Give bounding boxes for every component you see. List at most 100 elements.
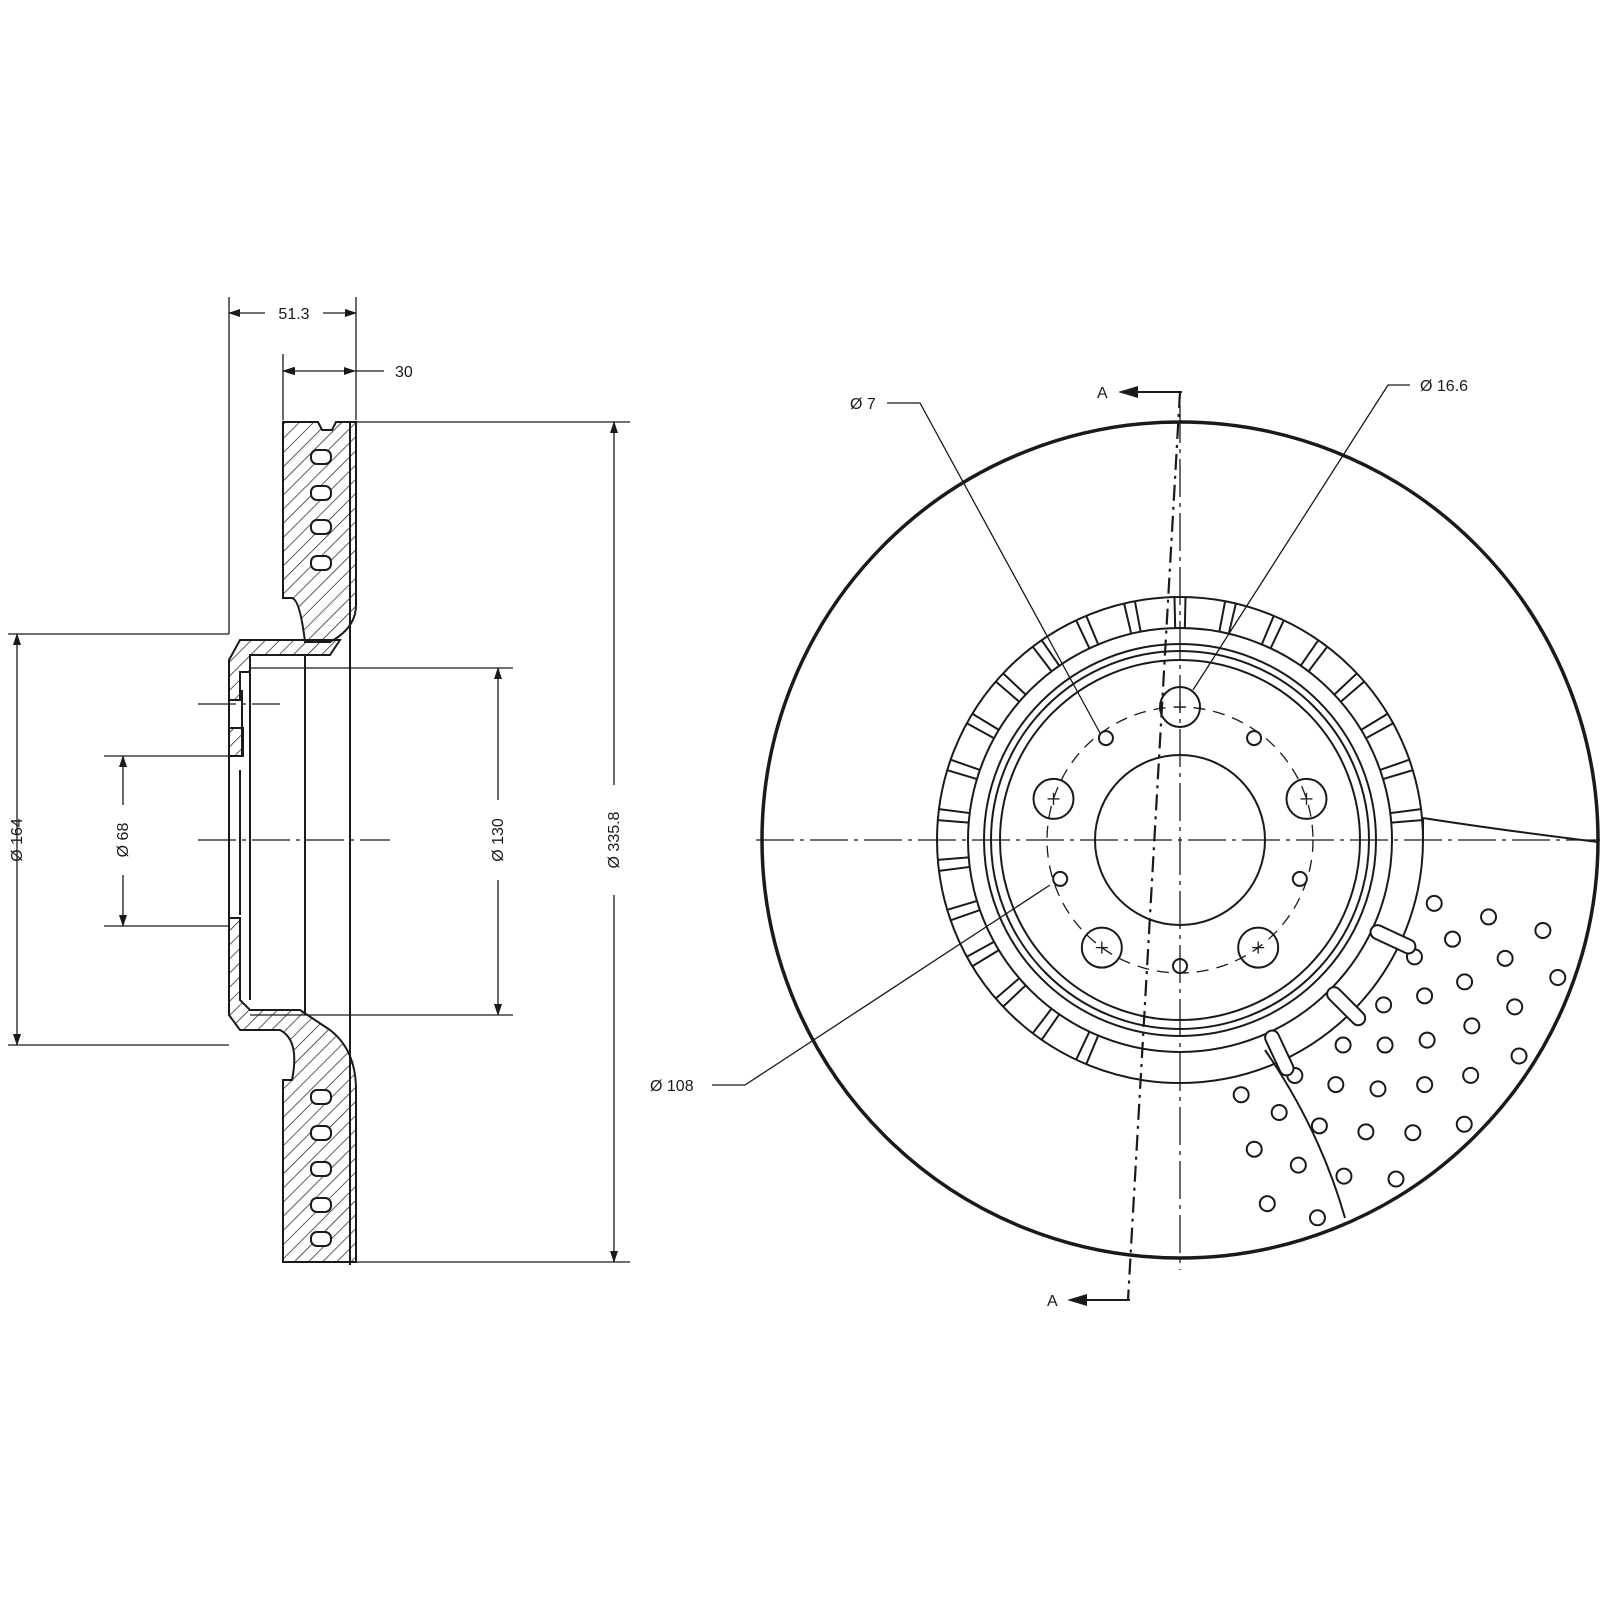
small-hole-4 (1052, 870, 1069, 887)
section-arrow-top (1118, 386, 1138, 398)
drill-hole-12 (1480, 908, 1498, 926)
drill-hole-20 (1416, 1076, 1434, 1094)
drill-hole-24 (1506, 998, 1524, 1016)
drill-hole-31 (1455, 1115, 1473, 1133)
vent-rib-0-0 (1173, 597, 1177, 629)
vent-rib-18-1 (1031, 1008, 1053, 1034)
front-view: A A Ø 7 Ø 16.6 Ø 108 (650, 378, 1600, 1310)
drill-slot-fill-1 (1371, 926, 1415, 953)
vent-rib-3-1 (1307, 646, 1329, 672)
vent-slot-6 (310, 1125, 332, 1141)
drill-hole-13 (1456, 973, 1474, 991)
drill-slots (1264, 924, 1417, 1077)
drill-hole-23 (1534, 921, 1552, 939)
vent-rib-6-1 (1382, 769, 1414, 781)
vent-rib-2-1 (1269, 619, 1285, 649)
leader-small-hole-circle (712, 884, 1051, 1086)
bolt-hole-2 (1285, 777, 1328, 820)
dim-disc-thickness: 30 (395, 364, 413, 381)
vent-rib-26-1 (1002, 672, 1027, 696)
drill-region-boundary-top (1422, 817, 1599, 843)
vent-rib-21-1 (946, 899, 978, 911)
drill-hole-14 (1418, 1031, 1436, 1049)
drill-hole-8 (1416, 987, 1434, 1005)
drill-hole-28 (1258, 1195, 1276, 1213)
drill-hole-33 (1308, 1209, 1326, 1227)
vent-rib-6-0 (1379, 758, 1410, 771)
leader-bolt-hole (1192, 384, 1410, 691)
vent-rib-25-1 (971, 712, 1000, 731)
drill-hole-29 (1549, 968, 1567, 986)
vent-rib-2-0 (1260, 615, 1275, 645)
vent-rib-22-1 (937, 856, 969, 861)
vent-rib-26-0 (995, 680, 1020, 703)
section-view: 51.3 30 (8, 297, 630, 1265)
vent-rib-17-1 (1075, 1031, 1091, 1061)
vent-rib-24-1 (950, 758, 981, 771)
drill-hole-7 (1444, 930, 1462, 948)
bolt-holes (1032, 686, 1328, 974)
bolt-hole-3 (1237, 926, 1280, 969)
vent-rib-20-1 (966, 940, 995, 958)
vent-rib-22-0 (938, 865, 970, 872)
vent-rib-7-0 (1390, 808, 1422, 815)
drill-hole-4 (1334, 1036, 1352, 1054)
small-hole-5 (1097, 730, 1114, 747)
hat-flange-upper (228, 639, 342, 701)
drill-hole-18 (1496, 949, 1514, 967)
vent-slot-8 (310, 1197, 332, 1213)
vent-rib-28-0 (1075, 619, 1091, 649)
cross-drill-holes (1232, 894, 1567, 1227)
vent-rib-19-1 (995, 977, 1020, 1000)
small-hole-1 (1246, 730, 1263, 747)
vent-rib-23-0 (937, 819, 969, 824)
small-hole-2 (1291, 870, 1308, 887)
dim-center-bore: Ø 68 (115, 823, 132, 858)
label-small-hole-circle: Ø 108 (650, 1078, 694, 1095)
dim-overall-width: 51.3 (278, 306, 309, 323)
vent-slot-9 (310, 1231, 332, 1247)
dim-hat-diameter: Ø 164 (9, 818, 26, 862)
vent-slot-4 (310, 555, 332, 571)
vent-rib-24-0 (946, 769, 978, 781)
vent-rib-23-1 (938, 808, 970, 815)
vent-rib-4-0 (1333, 672, 1358, 696)
drill-hole-6 (1232, 1086, 1250, 1104)
vent-slot-2 (310, 485, 332, 501)
section-cut-line (1126, 391, 1182, 1301)
vent-rib-25-0 (966, 722, 995, 740)
dim-bolt-circle: Ø 130 (490, 818, 507, 862)
drill-slot-fill-3 (1266, 1031, 1293, 1075)
drill-hole-32 (1387, 1170, 1405, 1188)
dim-outer-diameter: Ø 335.8 (606, 811, 623, 868)
drill-hole-10 (1327, 1076, 1345, 1094)
vent-rib-20-0 (971, 949, 1000, 968)
vent-slot-3 (310, 519, 332, 535)
vent-rib-1-1 (1227, 603, 1237, 634)
vent-rib-28-1 (1085, 615, 1100, 645)
label-bolt-hole: Ø 16.6 (1420, 378, 1468, 395)
label-small-hole: Ø 7 (850, 396, 876, 413)
drill-hole-30 (1510, 1047, 1528, 1065)
vent-ribs (937, 597, 1423, 1065)
drill-region-boundary-left (1264, 1049, 1346, 1219)
vent-rib-5-1 (1365, 722, 1394, 740)
drill-hole-21 (1357, 1123, 1375, 1141)
drill-hole-27 (1335, 1167, 1353, 1185)
vent-rib-1-0 (1218, 601, 1227, 632)
drill-hole-17 (1245, 1140, 1263, 1158)
vent-rib-27-1 (1040, 639, 1061, 667)
vent-rib-27-0 (1031, 646, 1053, 672)
section-label-bottom: A (1047, 1293, 1058, 1310)
vent-rib-0-1 (1183, 597, 1187, 629)
drill-hole-3 (1375, 996, 1393, 1014)
dim-30-arrow-left (283, 367, 295, 375)
vent-slot-1 (310, 449, 332, 465)
vent-rib-17-0 (1085, 1035, 1100, 1065)
dim-30-arrow-right (344, 367, 356, 375)
vent-rib-18-0 (1040, 1013, 1061, 1041)
drill-hole-22 (1289, 1156, 1307, 1174)
vent-slot-5 (310, 1089, 332, 1105)
bolt-hole-5 (1032, 777, 1075, 820)
